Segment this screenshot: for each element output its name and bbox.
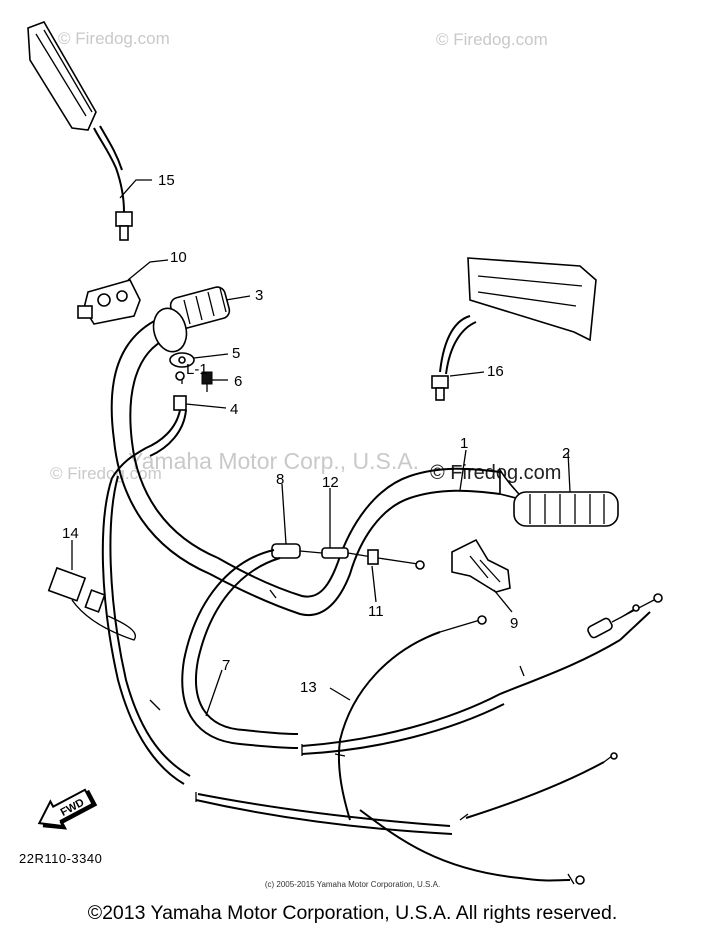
fwd-arrow-icon: FWD [37, 788, 98, 830]
watermark-top-right: © Firedog.com [436, 30, 548, 49]
callout-1: 1 [460, 435, 468, 452]
callout-13: 13 [300, 679, 317, 696]
callout-11: 11 [368, 603, 384, 620]
callout-6: 6 [234, 373, 242, 390]
callout-10: 10 [170, 249, 187, 266]
mirror-left [27, 21, 133, 241]
control-cables [195, 593, 663, 885]
callout-12: 12 [322, 474, 339, 491]
small-parts-left [111, 352, 213, 479]
watermark-center-right: © Firedog.com [430, 462, 561, 484]
callout-16: 16 [487, 363, 504, 380]
lever-right [451, 538, 511, 593]
watermark-mid-left: © Firedog.com [50, 464, 162, 483]
leader-lines [71, 179, 571, 717]
callout-4: 4 [230, 401, 238, 418]
copyright-notice: ©2013 Yamaha Motor Corporation, U.S.A. A… [87, 902, 618, 924]
grip-right [499, 467, 619, 527]
callout-14: 14 [62, 525, 79, 542]
watermark-center: Yamaha Motor Corp., U.S.A. [128, 448, 419, 474]
grip-left [152, 286, 231, 353]
lever-holder [77, 279, 141, 325]
switch-part [47, 566, 136, 641]
diagram-code: 22R110-3340 [19, 851, 103, 866]
clutch-cable [101, 475, 191, 785]
callout-2: 2 [562, 445, 570, 462]
callout-7: 7 [222, 657, 230, 674]
throttle-cables [181, 543, 425, 749]
mirror-right [431, 257, 597, 401]
callout-3: 3 [255, 287, 263, 304]
small-copyright: (c) 2005-2015 Yamaha Motor Corporation, … [264, 880, 441, 889]
callout-8: 8 [276, 471, 284, 488]
callout-9: 9 [510, 615, 518, 632]
watermark-top-left: © Firedog.com [58, 29, 170, 48]
callout-l1: L-1 [186, 361, 208, 378]
callout-5: 5 [232, 345, 240, 362]
callout-15: 15 [158, 172, 175, 189]
